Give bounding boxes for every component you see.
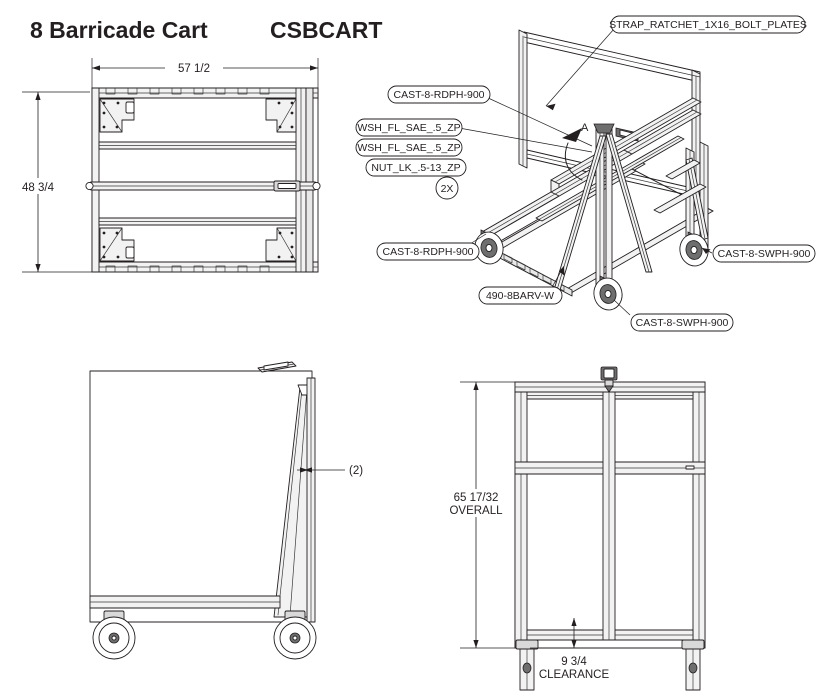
callout-wsh-fl-sae-1-label: WSH_FL_SAE_.5_ZP [357,122,460,134]
gusset-bottom-right [265,227,297,262]
callout-barv-w: 490-8BARV-W [478,265,565,305]
dim-overall-height: 65 17/32 OVERALL [440,382,512,648]
top-bolt [600,366,618,393]
dim-thickness-qty-value: (2) [349,465,363,477]
side-caster-left [92,610,136,660]
callout-strap-ratchet-label: STRAP_RATCHET_1X16_BOLT_PLATES [609,19,807,31]
front-frame-geometry [514,366,706,691]
caster-front [593,275,623,311]
callout-qty-2x-label: 2X [441,183,454,195]
gusset-top-left [99,98,135,133]
callout-barv-w-label: 490-8BARV-W [486,290,554,302]
callout-wsh-fl-sae-2-label: WSH_FL_SAE_.5_ZP [357,142,460,154]
isometric-view: A STRAP_RATCHET_1X16_BOLT_PLATES CAST-8-… [355,15,816,332]
callout-wsh-fl-sae-2: WSH_FL_SAE_.5_ZP [355,138,463,157]
dim-width: 57 1/2 [92,59,318,75]
callout-cast-swph-right: CAST-8-SWPH-900 [701,244,816,263]
caster-right [679,231,709,267]
callout-cast-rdph-left: CAST-8-RDPH-900 [376,233,487,261]
callout-cast-rdph-top-label: CAST-8-RDPH-900 [393,89,484,101]
callout-nut-lk: NUT_LK_.5-13_ZP [365,158,467,177]
section-letter-a: A [581,122,589,134]
callout-wsh-fl-sae-1: WSH_FL_SAE_.5_ZP [355,118,593,153]
callout-cast-rdph-left-label: CAST-8-RDPH-900 [382,246,473,258]
callout-cast-swph-bottom-label: CAST-8-SWPH-900 [636,317,729,329]
callout-strap-ratchet: STRAP_RATCHET_1X16_BOLT_PLATES [545,15,807,111]
callout-qty-2x: 2X [435,176,459,200]
side-caster-right [273,610,317,660]
dim-overall-height-value: 65 17/32 [454,492,499,504]
callout-nut-lk-label: NUT_LK_.5-13_ZP [371,162,460,174]
ratchet-handle [257,361,297,373]
front-caster-right [681,639,705,691]
part-number-title: CSBCART [270,17,382,43]
dim-clearance-value: 9 3/4 [561,656,587,668]
side-view: (2) [89,361,363,660]
callout-cast-rdph-top: CAST-8-RDPH-900 [387,85,593,147]
callout-cast-swph-bottom: CAST-8-SWPH-900 [613,299,734,332]
dim-overall-label: OVERALL [449,505,503,517]
page-title: 8 Barricade Cart [30,17,208,43]
dim-width-value: 57 1/2 [178,63,210,75]
gusset-top-right [265,98,297,133]
front-caster-left [515,639,539,691]
right-uprights [653,141,709,257]
center-a-frame [553,123,653,303]
dim-thickness-qty: (2) [297,465,363,477]
dim-height-value: 48 3/4 [22,182,55,194]
dim-height: 48 3/4 [9,92,67,272]
plan-geometry [85,87,321,273]
gusset-bottom-left [99,227,135,262]
dim-clearance: 9 3/4 CLEARANCE [530,618,609,681]
front-view: 65 17/32 OVERALL [440,366,706,691]
rotation-indicator-a: A [562,122,589,181]
dim-clearance-label: CLEARANCE [539,669,610,681]
callout-cast-swph-right-label: CAST-8-SWPH-900 [718,248,811,260]
plan-view: 57 1/2 48 3/4 [9,58,321,273]
